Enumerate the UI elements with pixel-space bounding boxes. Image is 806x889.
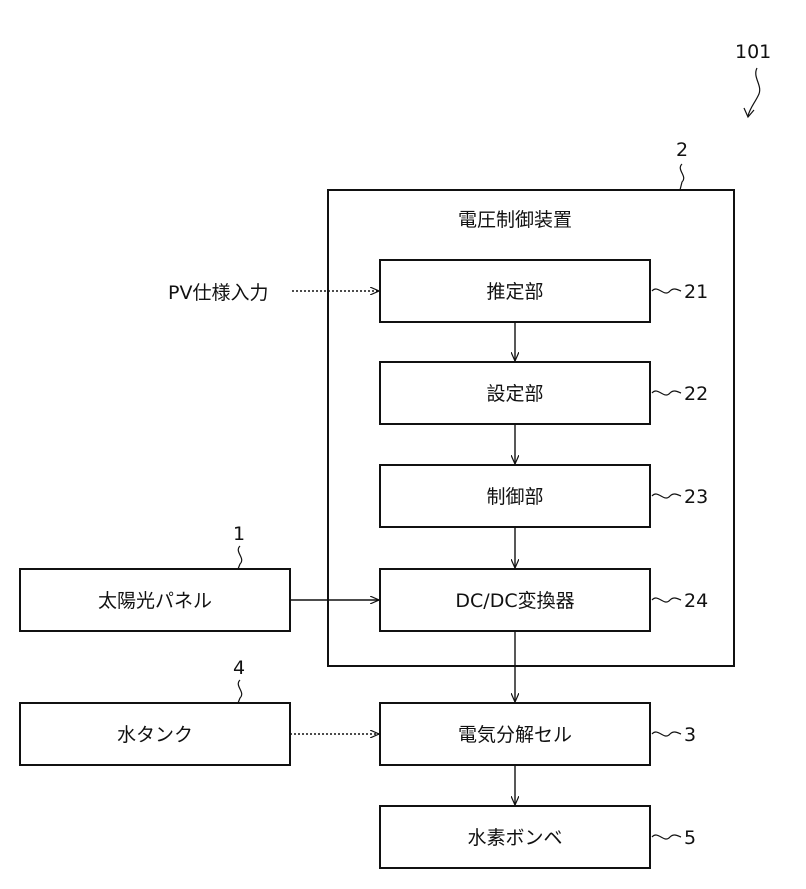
estimation-unit-ref: 21 — [684, 281, 708, 303]
device-ref-leader — [680, 164, 684, 190]
dcdc-converter-leader — [652, 598, 681, 602]
solar-panel-ref: 1 — [233, 523, 245, 545]
electrolysis-cell-label: 電気分解セル — [458, 724, 572, 746]
control-unit-ref: 23 — [684, 486, 708, 508]
hydrogen-cylinder-leader — [652, 835, 681, 839]
control-unit-leader — [652, 494, 681, 498]
estimation-unit-label: 推定部 — [486, 281, 543, 303]
electrolysis-cell-leader — [652, 732, 681, 736]
figure-ref-label: 101 — [735, 41, 771, 63]
figure-ref-leader — [748, 68, 760, 116]
device-title: 電圧制御装置 — [458, 209, 572, 231]
solar-panel-leader — [238, 546, 242, 569]
setting-unit-leader — [652, 391, 681, 395]
water-tank-leader — [238, 680, 242, 703]
setting-unit-label: 設定部 — [486, 383, 543, 405]
water-tank-label: 水タンク — [117, 724, 193, 746]
dcdc-converter-label: DC/DC変換器 — [455, 590, 574, 612]
setting-unit-ref: 22 — [684, 383, 708, 405]
electrolysis-cell-ref: 3 — [684, 724, 696, 746]
hydrogen-cylinder-ref: 5 — [684, 827, 696, 849]
hydrogen-cylinder-label: 水素ボンベ — [467, 827, 562, 849]
estimation-unit-leader — [652, 289, 681, 293]
water-tank-ref: 4 — [233, 657, 245, 679]
device-ref: 2 — [676, 139, 688, 161]
dcdc-converter-ref: 24 — [684, 590, 708, 612]
pv-spec-input-label: PV仕様入力 — [168, 282, 268, 304]
control-unit-label: 制御部 — [486, 486, 543, 508]
solar-panel-label: 太陽光パネル — [98, 590, 212, 612]
